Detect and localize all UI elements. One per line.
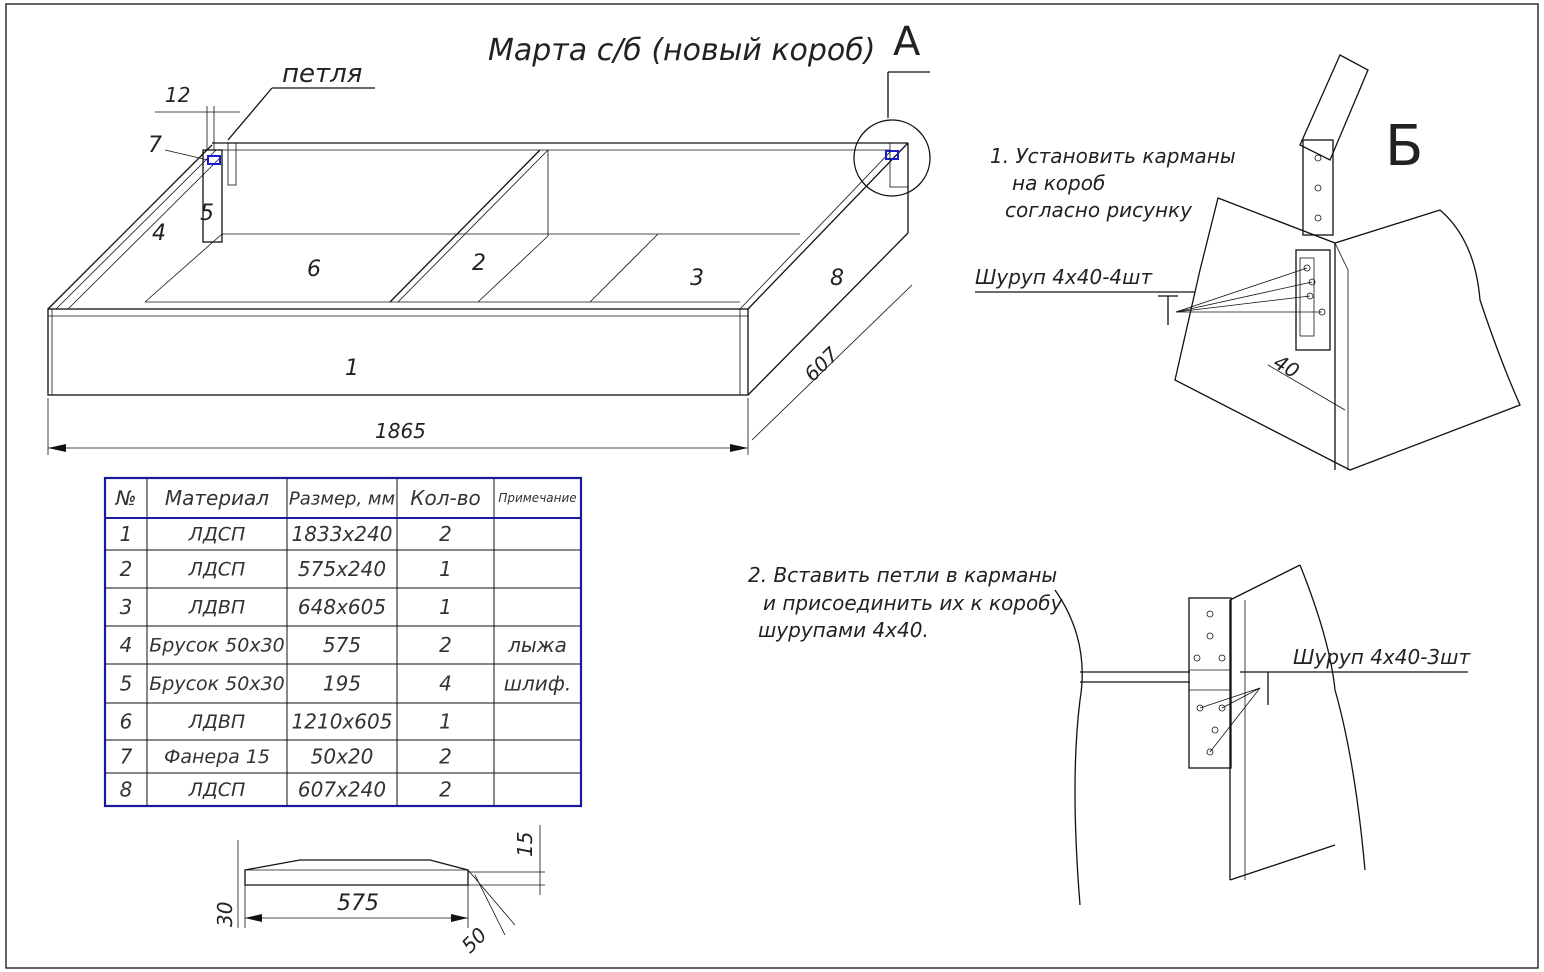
view-a-label: А — [893, 19, 921, 65]
table-cell: 1 — [439, 710, 452, 734]
step1-line2: на короб — [1012, 171, 1105, 195]
table-cell: Брусок 50х30 — [149, 673, 285, 695]
dim-607: 607 — [799, 342, 843, 386]
drawing-frame — [5, 3, 1539, 969]
table-cell: 7 — [120, 745, 133, 769]
table-cell: ЛДСП — [188, 779, 246, 801]
table-cell: 1 — [120, 522, 133, 546]
table-header: № — [115, 486, 137, 510]
table-cell: ЛДСП — [188, 524, 246, 546]
table-cell: 4 — [120, 633, 133, 657]
dim-50: 50 — [457, 923, 492, 958]
table-cell: 575 — [323, 633, 361, 657]
table-cell: ЛДСП — [188, 559, 246, 581]
table-cell: 195 — [323, 672, 361, 696]
part-6: 6 — [307, 257, 321, 282]
dim-15: 15 — [513, 832, 537, 857]
table-cell: 6 — [120, 710, 133, 734]
table-cell: 2 — [439, 633, 452, 657]
table-cell: 575х240 — [298, 557, 386, 581]
table-cell: 4 — [439, 672, 452, 696]
table-header: Материал — [165, 486, 269, 510]
step1-line1: 1. Установить карманы — [990, 144, 1236, 168]
table-cell: лыжа — [507, 633, 567, 657]
table-cell: шлиф. — [504, 672, 572, 696]
dim-1865: 1865 — [375, 419, 426, 443]
part-5: 5 — [200, 201, 214, 226]
step1-line3: согласно рисунку — [1005, 198, 1193, 222]
table-cell: 1 — [439, 557, 452, 581]
table-cell: 50х20 — [311, 745, 374, 769]
part-2: 2 — [472, 251, 486, 276]
table-cell: 648х605 — [298, 595, 386, 619]
part-8: 8 — [830, 266, 844, 291]
table-header: Примечание — [498, 491, 576, 505]
dim-40: 40 — [1270, 350, 1304, 384]
table-cell: 5 — [120, 672, 133, 696]
hinge-label: петля — [282, 59, 362, 89]
table-border — [103, 476, 583, 808]
table-cell: ЛДВП — [188, 711, 245, 733]
step2-line2: и присоединить их к коробу — [763, 591, 1064, 615]
drawing-title: Марта с/б (новый короб) — [488, 33, 876, 68]
step2-line3: шурупами 4х40. — [758, 618, 929, 642]
post-5 — [202, 149, 223, 243]
detail-b: Б Шуруп 4х40-4шт 40 — [975, 54, 1521, 471]
table-cell: 1 — [439, 595, 452, 619]
table-cell: 3 — [120, 595, 133, 619]
table-cell: 2 — [120, 557, 133, 581]
table-cell: 1210х605 — [292, 710, 393, 734]
table-cell: Брусок 50х30 — [149, 635, 285, 657]
table-cell: 607х240 — [298, 778, 386, 802]
table-header: Размер, мм — [289, 488, 395, 509]
step2-line1: 2. Вставить петли в карманы — [748, 563, 1057, 587]
part-4: 4 — [152, 221, 166, 246]
table-cell: ЛДВП — [188, 597, 245, 619]
screw-label-1: Шуруп 4х40-4шт — [975, 265, 1153, 289]
dim-12: 12 — [165, 83, 190, 107]
detail-a-circle — [853, 119, 931, 197]
dim-30: 30 — [213, 902, 237, 927]
table-cell: 8 — [120, 778, 133, 802]
dim-line-607 — [751, 284, 913, 441]
view-b-label: Б — [1385, 114, 1423, 179]
detail-2: Шуруп 4х40-3шт — [1054, 564, 1471, 906]
table-cell: Фанера 15 — [164, 746, 270, 768]
part-3: 3 — [690, 266, 704, 291]
table-cell: 2 — [439, 745, 452, 769]
table-cell: 2 — [439, 522, 452, 546]
dim-575: 575 — [337, 891, 379, 916]
ski-drawing — [237, 825, 545, 936]
table-cell: 2 — [439, 778, 452, 802]
table-cell: 1833х240 — [292, 522, 393, 546]
box-isometric — [47, 142, 909, 396]
part-7: 7 — [148, 133, 162, 158]
table-header: Кол-во — [410, 486, 480, 510]
pocket-right — [885, 150, 899, 160]
part-1: 1 — [345, 356, 359, 381]
screw-label-2: Шуруп 4х40-3шт — [1293, 645, 1471, 669]
